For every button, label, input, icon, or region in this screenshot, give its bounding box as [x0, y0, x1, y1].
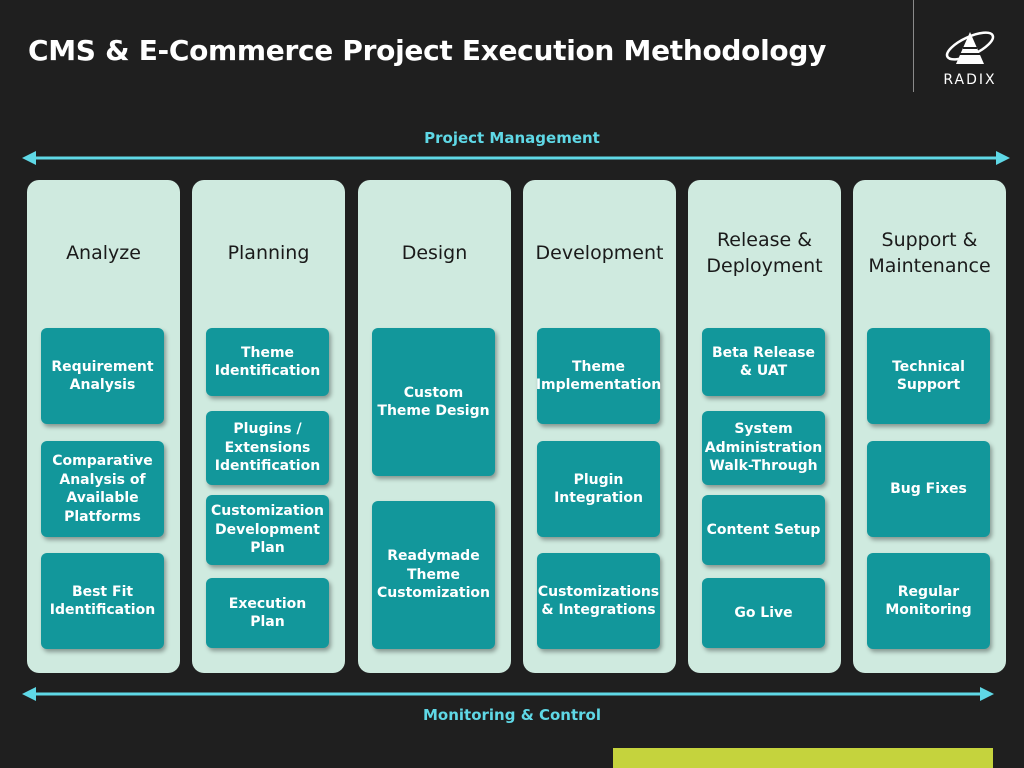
page-title: CMS & E-Commerce Project Execution Metho… — [28, 34, 827, 67]
accent-bar — [613, 748, 993, 768]
header-divider — [913, 0, 914, 92]
activity-box-readymade-theme-customization: Readymade Theme Customization — [372, 501, 495, 649]
monitoring-control-label: Monitoring & Control — [422, 706, 601, 724]
activity-box-bug-fixes: Bug Fixes — [867, 441, 990, 537]
radix-logo: RADIX — [930, 24, 1010, 94]
project-management-label: Project Management — [424, 129, 600, 147]
phase-title: Release & Deployment — [706, 229, 823, 277]
activity-box-theme-implementation: Theme Implementation — [536, 328, 661, 424]
project-management-arrow — [22, 151, 1010, 165]
activity-box-plugin-integration: Plugin Integration — [537, 441, 660, 537]
activity-box-theme-identification: Theme Identification — [206, 328, 329, 396]
activity-box-customization-development-plan: Customization Development Plan — [206, 495, 329, 565]
phase-title: Support & Maintenance — [868, 229, 991, 277]
activity-box-custom-theme-design: Custom Theme Design — [372, 328, 495, 476]
activity-box-content-setup: Content Setup — [702, 495, 825, 565]
phase-title: Analyze — [66, 242, 141, 264]
activity-box-comparative-analysis-of-available-platforms: Comparative Analysis of Available Platfo… — [41, 441, 164, 537]
activity-box-go-live: Go Live — [702, 578, 825, 648]
activity-box-customizations-and-integrations: Customizations & Integrations — [537, 553, 660, 649]
phase-title: Design — [401, 242, 468, 264]
activity-box-technical-support: Technical Support — [867, 328, 990, 424]
phase-title: Development — [535, 242, 664, 264]
activity-box-beta-release-and-uat: Beta Release & UAT — [702, 328, 825, 396]
radix-logo-icon — [945, 31, 995, 64]
activity-box-execution-plan: Execution Plan — [206, 578, 329, 648]
activity-box-requirement-analysis: Requirement Analysis — [41, 328, 164, 424]
logo-text: RADIX — [943, 72, 997, 88]
activity-box-best-fit-identification: Best Fit Identification — [41, 553, 164, 649]
monitoring-control-arrow — [22, 687, 994, 701]
activity-box-system-administration-walk-through: System Administration Walk-Through — [702, 411, 825, 485]
activity-box-plugins-extensions-identification: Plugins / Extensions Identification — [206, 411, 329, 485]
activity-box-regular-monitoring: Regular Monitoring — [867, 553, 990, 649]
phase-title: Planning — [227, 242, 310, 264]
